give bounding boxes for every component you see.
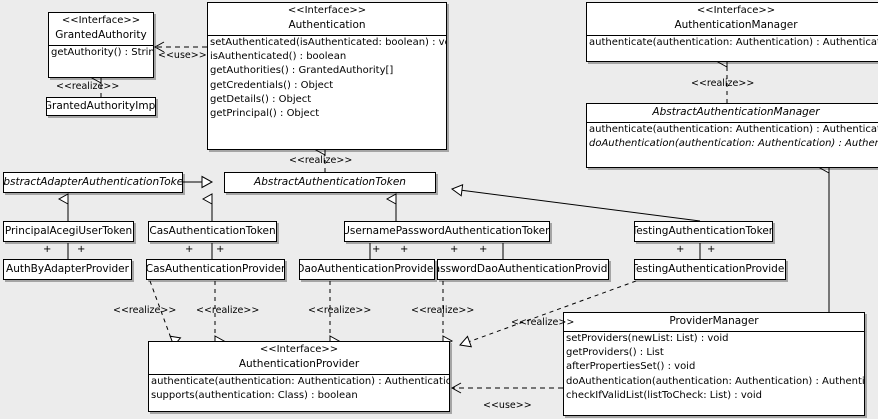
operation-item: doAuthentication(authentication: Authent… (566, 375, 864, 387)
class-name: GrantedAuthority (55, 29, 147, 41)
class-name: ProviderManager (669, 315, 759, 327)
edge-label-realize-authentication-manager: <<realize>> (691, 78, 755, 89)
class-box-granted-authority-impl[interactable]: GrantedAuthorityImpl (46, 97, 156, 116)
class-name: TestingAuthenticationToken (634, 225, 773, 237)
class-name: GrantedAuthorityImpl (46, 100, 156, 112)
association-multiplicity-marker: + (400, 244, 409, 255)
operation-item: getCredentials() : Object (210, 79, 334, 91)
association-multiplicity-marker: + (450, 244, 459, 255)
class-box-cas-authentication-provider[interactable]: CasAuthenticationProvider (146, 259, 285, 280)
class-name: AbstractAuthenticationToken (254, 176, 406, 188)
class-name: Authentication (288, 19, 366, 31)
class-box-authentication-manager[interactable]: <<Interface>> AuthenticationManager auth… (586, 2, 878, 62)
operations-compartment: authenticate(authentication: Authenticat… (587, 36, 878, 50)
association-multiplicity-marker: + (479, 244, 488, 255)
class-box-abstract-adapter-authentication-token[interactable]: AbstractAdapterAuthenticationToken (3, 172, 183, 193)
association-multiplicity-marker: + (676, 244, 685, 255)
operation-item: isAuthenticated() : boolean (210, 51, 347, 63)
class-name: CasAuthenticationToken (149, 225, 276, 237)
operation-item: authenticate(authentication: Authenticat… (589, 37, 878, 48)
edge-label-realize-auth-by-adapter: <<realize>> (113, 305, 177, 316)
class-box-principal-acegi-user-token[interactable]: PrincipalAcegiUserToken (3, 221, 134, 242)
class-box-password-dao-authentication-provider[interactable]: PasswordDaoAuthenticationProvider (437, 259, 609, 280)
class-box-testing-authentication-token[interactable]: TestingAuthenticationToken (634, 221, 773, 242)
class-header: ProviderManager (564, 313, 864, 331)
class-name: UsernamePasswordAuthenticationToken (344, 225, 550, 237)
operations-compartment: setAuthenticated(isAuthenticated: boolea… (208, 36, 446, 121)
compartment-separator (208, 35, 446, 36)
operations-compartment: authenticate(authentication: Authenticat… (149, 375, 449, 403)
class-box-authentication[interactable]: <<Interface>> Authentication setAuthenti… (207, 2, 447, 150)
association-multiplicity-marker: + (372, 244, 381, 255)
compartment-separator (587, 35, 878, 36)
operation-item: setAuthenticated(isAuthenticated: boolea… (210, 37, 446, 48)
class-header: <<Interface>> AuthenticationManager (587, 3, 878, 35)
association-multiplicity-marker: + (43, 244, 52, 255)
class-box-testing-authentication-provider[interactable]: TestingAuthenticationProvider (634, 259, 786, 280)
class-header: <<Interface>> Authentication (208, 3, 446, 35)
compartment-separator (587, 122, 878, 123)
operations-compartment: setProviders(newList: List) : void getPr… (564, 332, 864, 403)
class-box-authentication-provider[interactable]: <<Interface>> AuthenticationProvider aut… (148, 341, 450, 412)
operation-item-abstract: doAuthentication(authentication: Authent… (589, 138, 878, 150)
operation-item: getPrincipal() : Object (210, 108, 320, 120)
class-name: PasswordDaoAuthenticationProvider (437, 263, 609, 275)
edge-label-use-granted-authority: <<use>> (158, 50, 207, 61)
edge-label-realize-dao-provider: <<realize>> (308, 305, 372, 316)
edge-label-realize-testing-provider: <<realize>> (511, 317, 575, 328)
edge-label-realize-cas-provider: <<realize>> (196, 305, 260, 316)
operation-item: getAuthority() : String (51, 47, 153, 58)
class-name: AuthenticationManager (674, 19, 798, 31)
class-header: <<Interface>> GrantedAuthority (49, 13, 153, 45)
class-header: AbstractAuthenticationManager (587, 104, 878, 122)
stereotype-label: <<Interface>> (696, 5, 776, 16)
operation-item: getDetails() : Object (210, 93, 312, 105)
class-name: DaoAuthenticationProvider (299, 263, 435, 275)
class-header: <<Interface>> AuthenticationProvider (149, 342, 449, 374)
class-box-cas-authentication-token[interactable]: CasAuthenticationToken (148, 221, 277, 242)
association-multiplicity-marker: + (216, 244, 225, 255)
stereotype-label: <<Interface>> (259, 344, 339, 355)
edge-label-realize-granted-authority: <<realize>> (56, 81, 120, 92)
operations-compartment: authenticate(authentication: Authenticat… (587, 123, 878, 151)
compartment-separator (149, 374, 449, 375)
edge-label-use-provider-manager: <<use>> (483, 400, 532, 411)
operation-item: afterPropertiesSet() : void (566, 361, 696, 373)
class-box-abstract-authentication-manager[interactable]: AbstractAuthenticationManager authentica… (586, 103, 878, 168)
edge-label-realize-password-dao-provider: <<realize>> (411, 305, 475, 316)
operation-item: getAuthorities() : GrantedAuthority[] (210, 65, 394, 77)
operation-item: authenticate(authentication: Authenticat… (151, 376, 449, 387)
compartment-separator (49, 45, 153, 46)
operations-compartment: getAuthority() : String (49, 46, 153, 60)
class-box-dao-authentication-provider[interactable]: DaoAuthenticationProvider (299, 259, 435, 280)
edge-label-realize-authentication: <<realize>> (289, 155, 353, 166)
association-multiplicity-marker: + (77, 244, 86, 255)
class-name: PrincipalAcegiUserToken (4, 225, 133, 237)
class-box-username-password-authentication-token[interactable]: UsernamePasswordAuthenticationToken (344, 221, 550, 242)
class-name: CasAuthenticationProvider (146, 263, 285, 275)
class-box-provider-manager[interactable]: ProviderManager setProviders(newList: Li… (563, 312, 865, 416)
class-name: AuthByAdapterProvider (6, 263, 129, 275)
stereotype-label: <<Interface>> (61, 15, 141, 26)
class-name: TestingAuthenticationProvider (634, 263, 786, 275)
class-box-abstract-authentication-token[interactable]: AbstractAuthenticationToken (224, 172, 436, 193)
compartment-separator (564, 331, 864, 332)
class-box-granted-authority[interactable]: <<Interface>> GrantedAuthority getAuthor… (48, 12, 154, 78)
association-multiplicity-marker: + (707, 244, 716, 255)
stereotype-label: <<Interface>> (287, 5, 367, 16)
operation-item: supports(authentication: Class) : boolea… (151, 390, 358, 402)
operation-item: setProviders(newList: List) : void (566, 333, 729, 344)
class-name: AbstractAdapterAuthenticationToken (3, 176, 183, 188)
operation-item: checkIfValidList(listToCheck: List) : vo… (566, 389, 763, 401)
class-name: AbstractAuthenticationManager (652, 106, 820, 118)
class-name: AuthenticationProvider (238, 358, 360, 370)
operation-item: authenticate(authentication: Authenticat… (589, 124, 878, 135)
class-box-auth-by-adapter-provider[interactable]: AuthByAdapterProvider (3, 259, 132, 280)
operation-item: getProviders() : List (566, 347, 664, 359)
association-multiplicity-marker: + (185, 244, 194, 255)
